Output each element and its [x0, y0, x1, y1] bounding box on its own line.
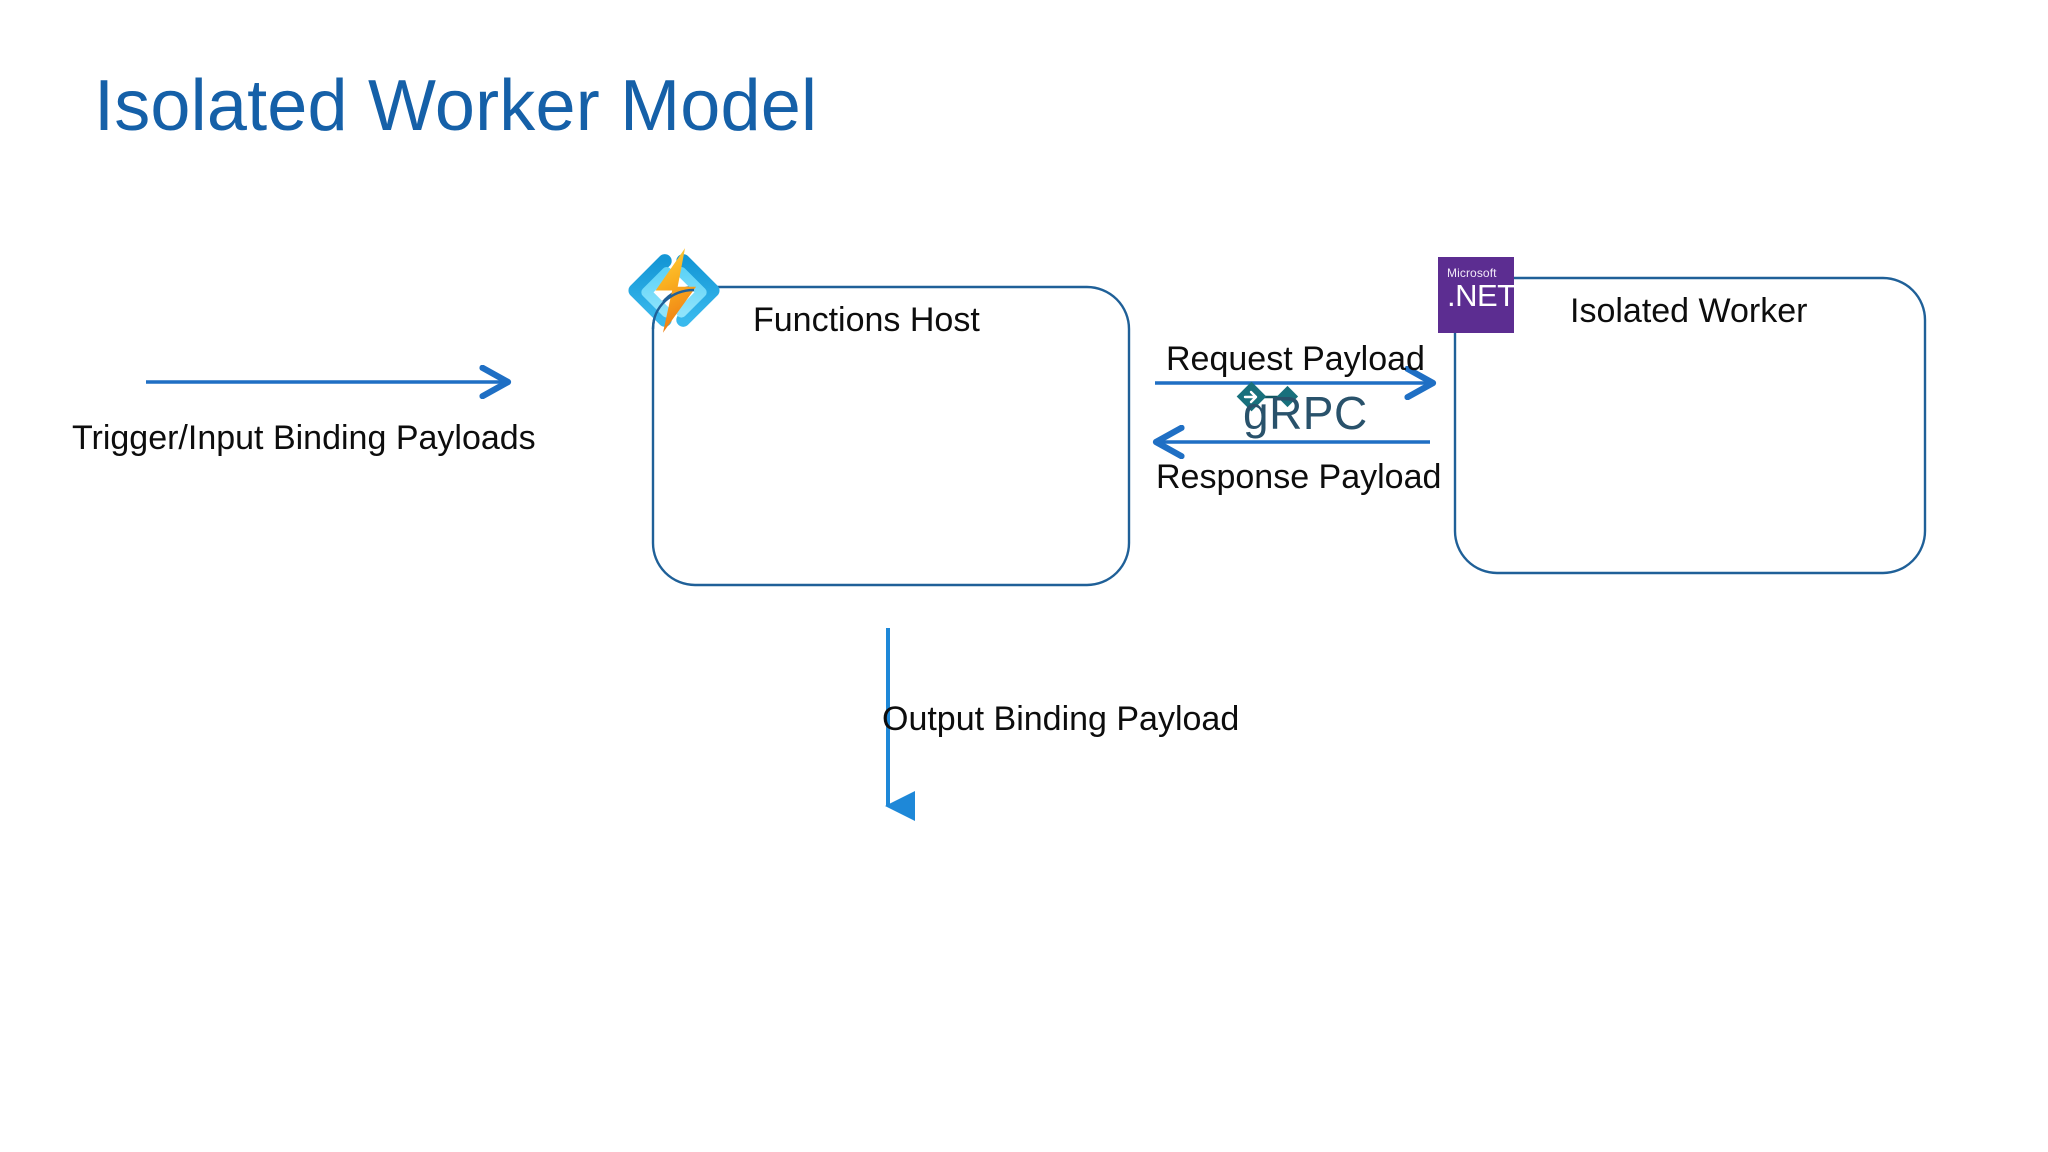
isolated-worker-box [1453, 276, 1927, 575]
functions-host-label: Functions Host [753, 301, 980, 339]
output-binding-payload-label: Output Binding Payload [882, 700, 1240, 738]
grpc-wordmark: gRPC [1243, 390, 1368, 442]
functions-host-box [651, 285, 1131, 587]
isolated-worker-label: Isolated Worker [1570, 292, 1808, 330]
request-payload-label: Request Payload [1166, 340, 1425, 378]
trigger-input-binding-label: Trigger/Input Binding Payloads [72, 419, 536, 457]
response-payload-label: Response Payload [1156, 458, 1442, 496]
dotnet-net-text: .NET [1447, 278, 1516, 313]
azure-functions-icon [628, 248, 720, 333]
dotnet-microsoft-text: Microsoft [1447, 266, 1497, 280]
dotnet-icon: Microsoft .NET [1438, 257, 1516, 333]
grpc-label: gRPC [1243, 387, 1368, 439]
functions-host-connector [651, 288, 695, 330]
page-title: Isolated Worker Model [94, 66, 818, 146]
